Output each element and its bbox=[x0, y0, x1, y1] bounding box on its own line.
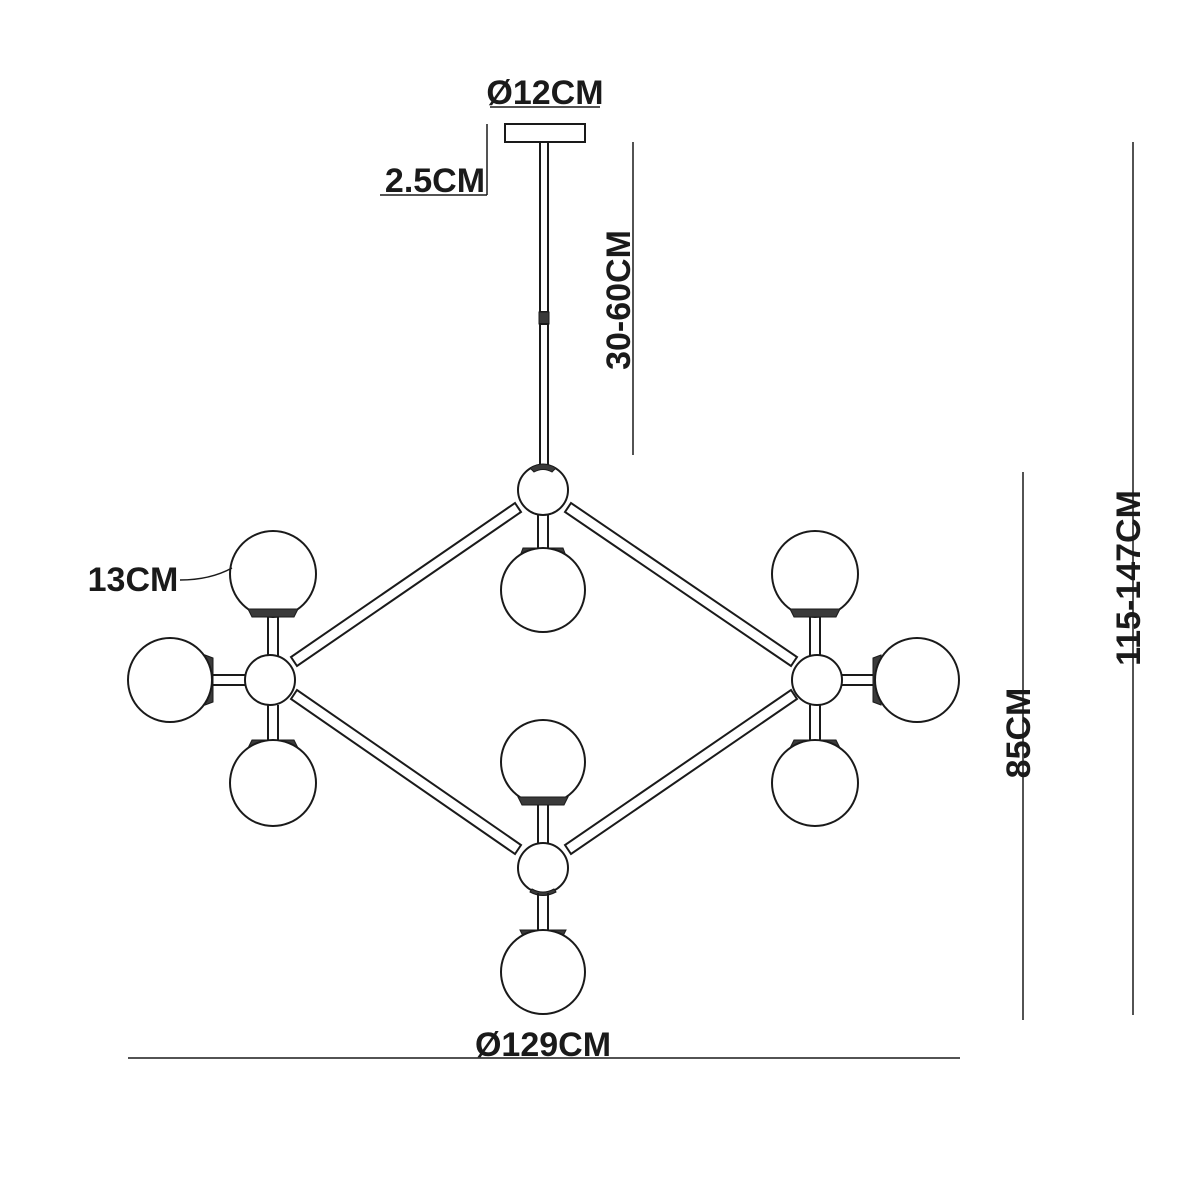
canopy-height-dimension: 2.5CM bbox=[380, 124, 488, 200]
globe-bottom-lower bbox=[500, 929, 586, 1015]
globe-right-upper bbox=[771, 530, 859, 618]
globe-right-lower bbox=[771, 739, 859, 827]
top-hub bbox=[517, 464, 569, 516]
left-hub bbox=[244, 654, 296, 706]
globe-left-side bbox=[127, 637, 213, 723]
globe-left-upper bbox=[229, 530, 317, 618]
overall-diameter-label: Ø129CM bbox=[475, 1026, 611, 1064]
globe-diameter-label: 13CM bbox=[88, 561, 179, 599]
overall-diameter-dimension: Ø129CM bbox=[128, 1026, 960, 1064]
globe-diameter-callout: 13CM bbox=[88, 561, 233, 599]
right-hub bbox=[791, 654, 843, 706]
ceiling-canopy bbox=[504, 123, 586, 143]
canopy-height-label: 2.5CM bbox=[385, 162, 485, 200]
rod-length-label: 30-60CM bbox=[600, 230, 638, 370]
body-height-label: 85CM bbox=[1000, 688, 1038, 779]
rod-length-dimension: 30-60CM bbox=[600, 142, 638, 455]
canopy-diameter-label: Ø12CM bbox=[486, 74, 603, 112]
bottom-hub bbox=[517, 842, 569, 894]
bottom-hub-cluster bbox=[500, 719, 586, 1015]
total-height-label: 115-147CM bbox=[1110, 490, 1148, 666]
suspension-rod bbox=[538, 141, 550, 473]
right-hub-cluster bbox=[771, 530, 960, 827]
canopy-diameter-dimension: Ø12CM bbox=[486, 74, 603, 112]
top-hub-cluster bbox=[500, 463, 586, 633]
total-height-dimension: 115-147CM bbox=[1110, 142, 1148, 1015]
globe-top bbox=[500, 547, 586, 633]
body-height-dimension: 85CM bbox=[1000, 472, 1038, 1020]
globe-left-lower bbox=[229, 739, 317, 827]
frame-arms bbox=[289, 501, 799, 856]
left-hub-cluster bbox=[127, 530, 317, 827]
globe-bottom-upper bbox=[500, 719, 586, 805]
globe-right-side bbox=[874, 637, 960, 723]
